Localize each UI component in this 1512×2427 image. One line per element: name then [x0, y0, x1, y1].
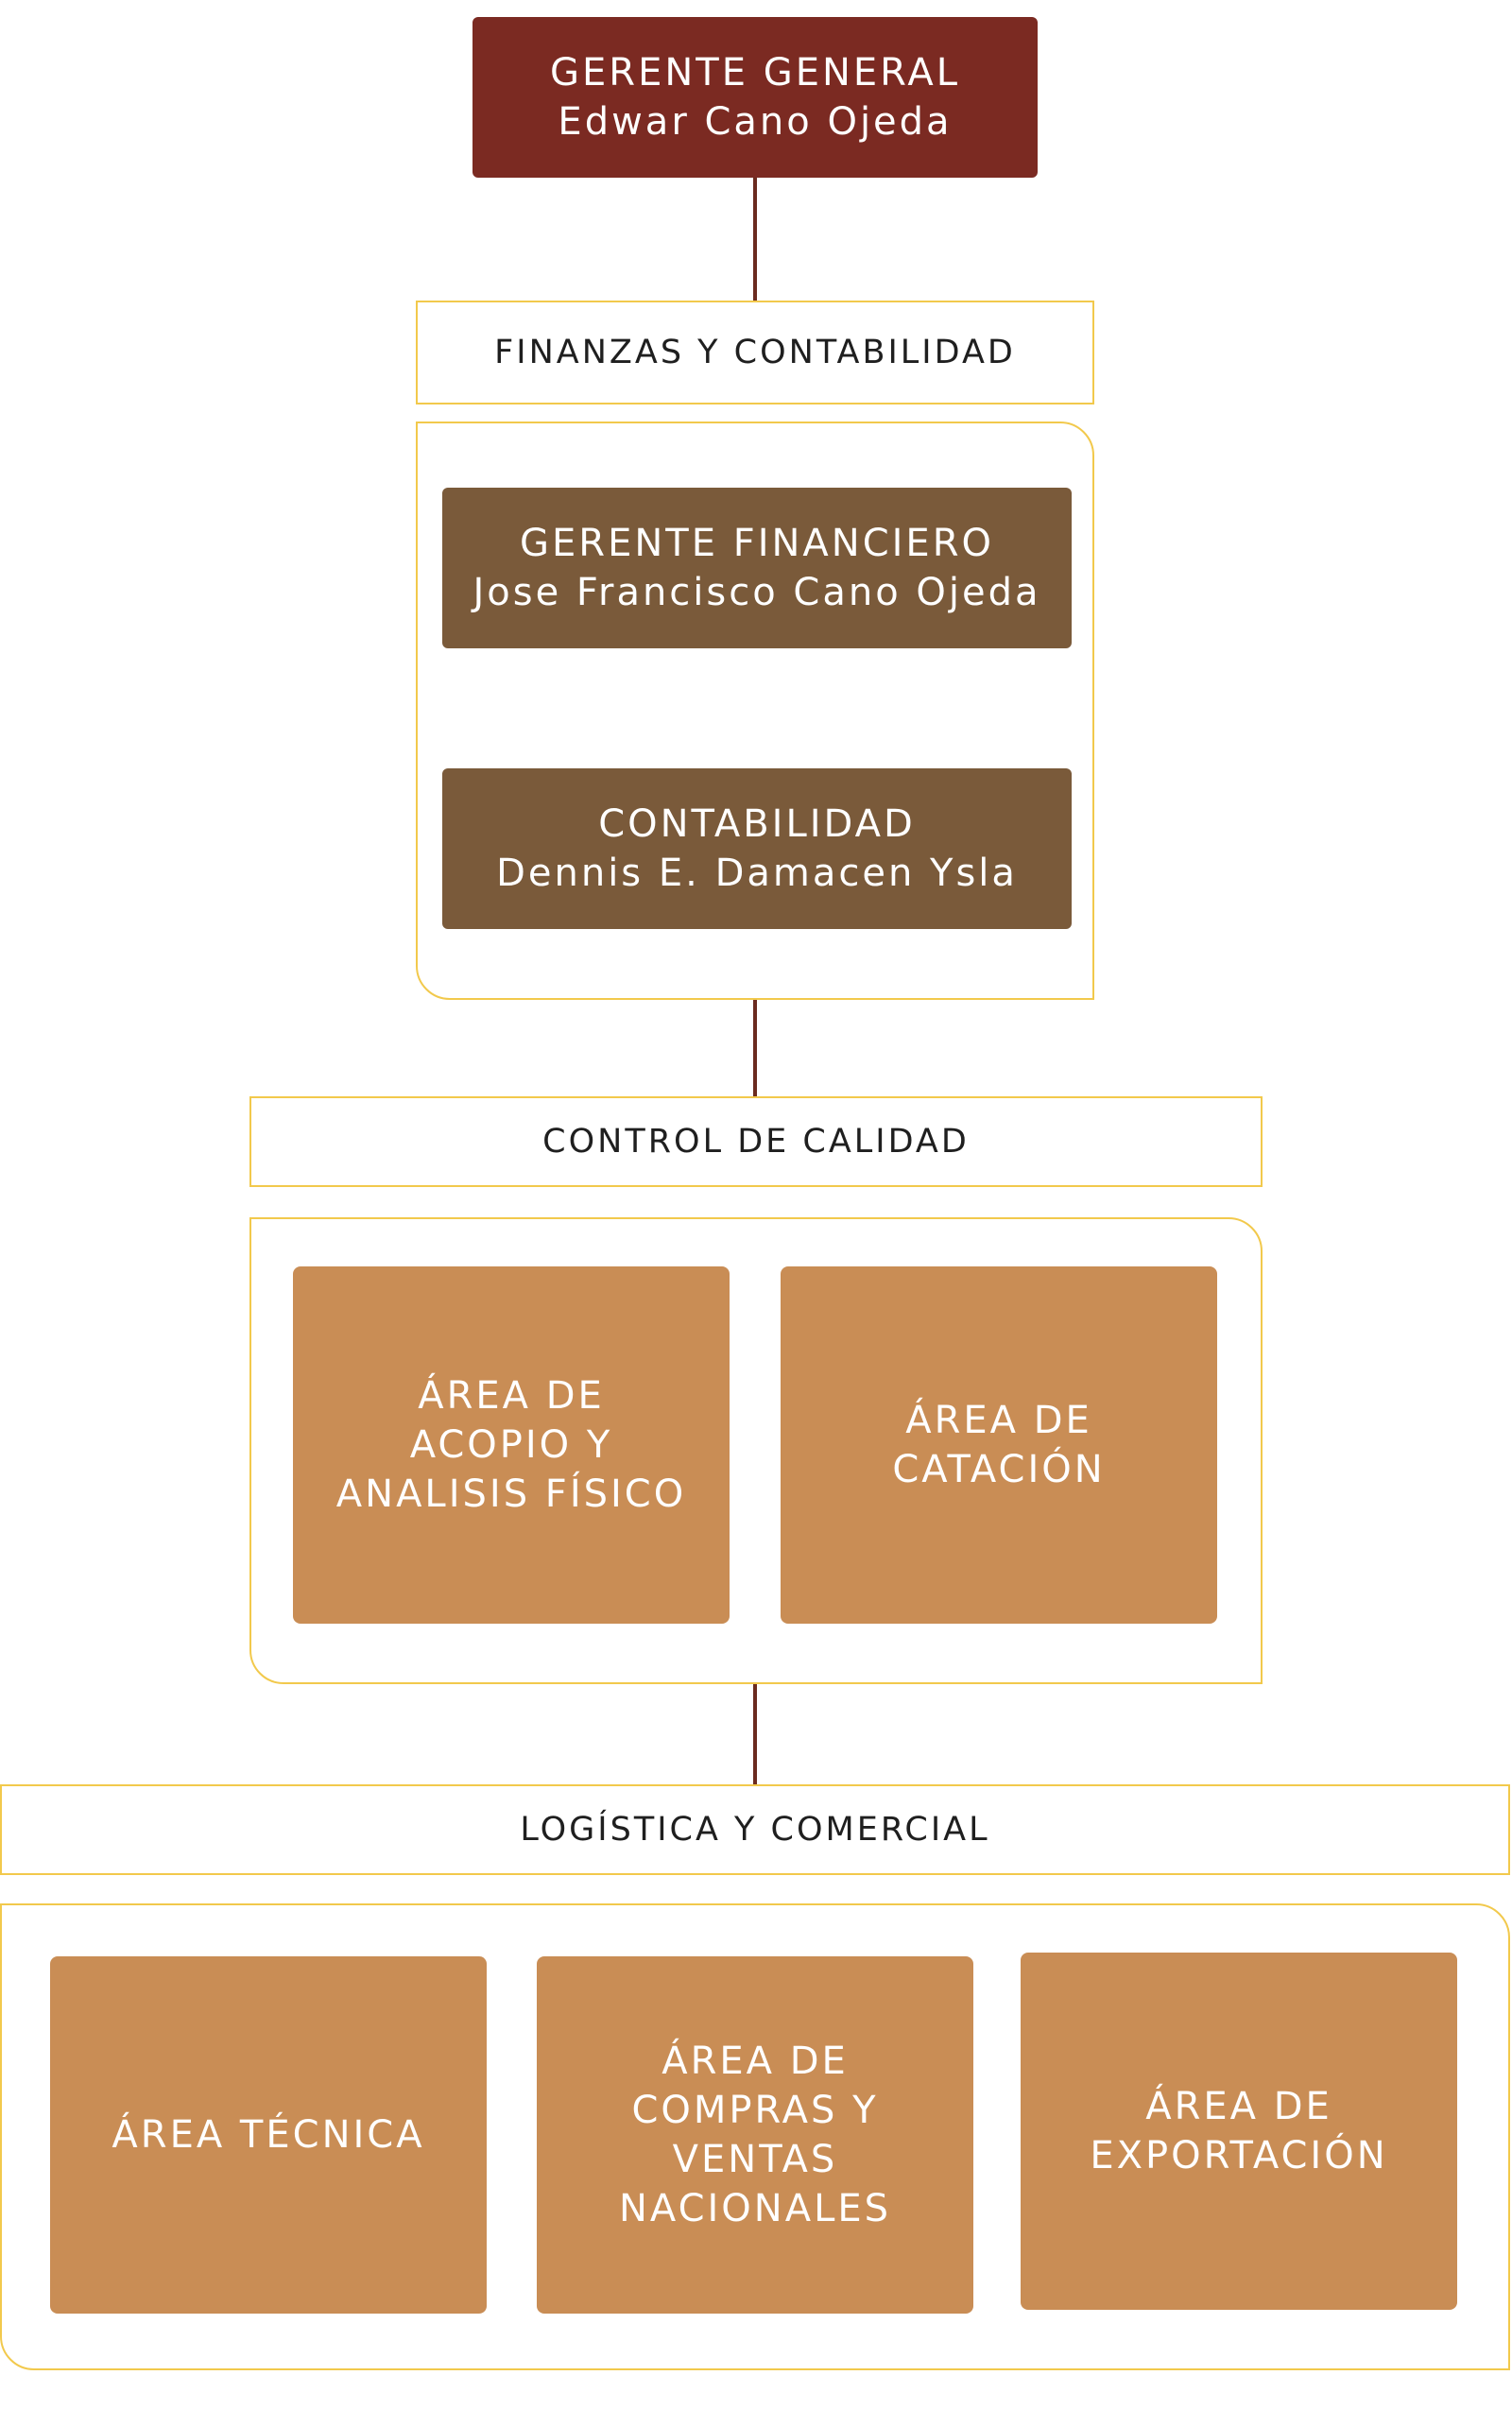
general-manager-name: Edwar Cano Ojeda — [558, 100, 953, 144]
area-label-line: ÁREA DE — [662, 2040, 849, 2083]
area-label-line: EXPORTACIÓN — [1090, 2134, 1388, 2177]
area-tecnica: ÁREA TÉCNICA — [50, 1956, 487, 2314]
accounting-box: CONTABILIDAD Dennis E. Damacen Ysla — [442, 768, 1072, 929]
general-manager-title: GERENTE GENERAL — [550, 51, 960, 95]
quality-section-title: CONTROL DE CALIDAD — [542, 1123, 970, 1161]
finance-section-title: FINANZAS Y CONTABILIDAD — [494, 334, 1016, 371]
general-manager-box: GERENTE GENERAL Edwar Cano Ojeda — [472, 17, 1038, 178]
area-catacion: ÁREA DE CATACIÓN — [781, 1266, 1217, 1624]
quality-section-header: CONTROL DE CALIDAD — [249, 1096, 1263, 1187]
area-label-line: COMPRAS Y — [631, 2089, 879, 2132]
area-acopio-analisis-fisico: ÁREA DE ACOPIO Y ANALISIS FÍSICO — [293, 1266, 730, 1624]
area-label-line: ÁREA DE — [1145, 2085, 1332, 2128]
connector-gm-finance — [753, 178, 757, 301]
connector-quality-logistics — [753, 1684, 757, 1784]
area-label-line: CATACIÓN — [892, 1448, 1106, 1491]
area-label-line: ÁREA DE — [905, 1399, 1092, 1442]
finance-section-header: FINANZAS Y CONTABILIDAD — [416, 301, 1094, 404]
area-exportacion: ÁREA DE EXPORTACIÓN — [1021, 1953, 1457, 2310]
area-label-line: ÁREA TÉCNICA — [112, 2113, 425, 2157]
area-compras-ventas-nacionales: ÁREA DE COMPRAS Y VENTAS NACIONALES — [537, 1956, 973, 2314]
accounting-title: CONTABILIDAD — [598, 802, 916, 846]
financial-manager-name: Jose Francisco Cano Ojeda — [472, 571, 1041, 614]
area-label-line: VENTAS — [672, 2138, 838, 2181]
logistics-section-header: LOGÍSTICA Y COMERCIAL — [0, 1784, 1510, 1875]
financial-manager-box: GERENTE FINANCIERO Jose Francisco Cano O… — [442, 488, 1072, 648]
accounting-name: Dennis E. Damacen Ysla — [496, 852, 1018, 895]
connector-finance-quality — [753, 1000, 757, 1096]
area-label-line: ACOPIO Y — [409, 1423, 613, 1467]
area-label-line: ÁREA DE — [418, 1374, 605, 1418]
financial-manager-title: GERENTE FINANCIERO — [520, 522, 994, 565]
area-label-line: ANALISIS FÍSICO — [335, 1472, 687, 1516]
area-label-line: NACIONALES — [618, 2187, 892, 2230]
logistics-section-title: LOGÍSTICA Y COMERCIAL — [520, 1811, 990, 1849]
